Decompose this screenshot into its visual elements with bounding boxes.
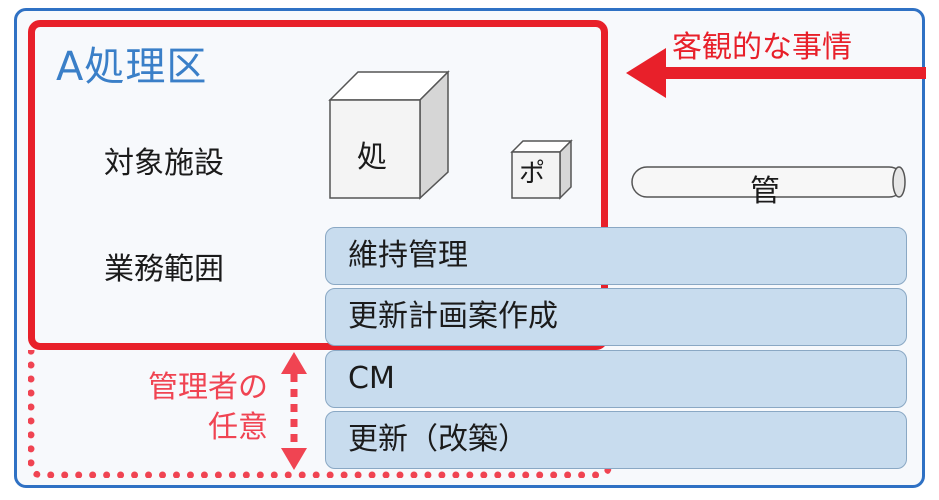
- manager-discretion-note: 管理者の 任意: [120, 368, 268, 448]
- treatment-plant-label: 処: [357, 140, 387, 175]
- objective-circumstances-note: 客観的な事情: [672, 30, 852, 65]
- pipe-shape: [631, 166, 906, 198]
- objective-arrow: [626, 48, 926, 98]
- discretion-arrow: [281, 352, 307, 470]
- pump-station-cube: [510, 139, 573, 200]
- scope-band-renewal-plan: 更新計画案作成: [325, 288, 907, 346]
- pipe-label: 管: [750, 174, 780, 209]
- pump-station-label: ポ: [519, 159, 546, 189]
- manager-discretion-line2: 任意: [208, 410, 268, 445]
- scope-band-renewal: 更新（改築）: [325, 411, 907, 469]
- facility-row-label: 対象施設: [104, 146, 224, 181]
- region-boundary: [28, 20, 608, 350]
- manager-discretion-line1: 管理者の: [148, 370, 268, 405]
- region-title: A処理区: [56, 44, 208, 90]
- scope-row-label: 業務範囲: [104, 252, 224, 287]
- treatment-plant-cube: [328, 70, 450, 200]
- scope-band-cm: CM: [325, 350, 907, 408]
- scope-band-maintenance: 維持管理: [325, 227, 907, 285]
